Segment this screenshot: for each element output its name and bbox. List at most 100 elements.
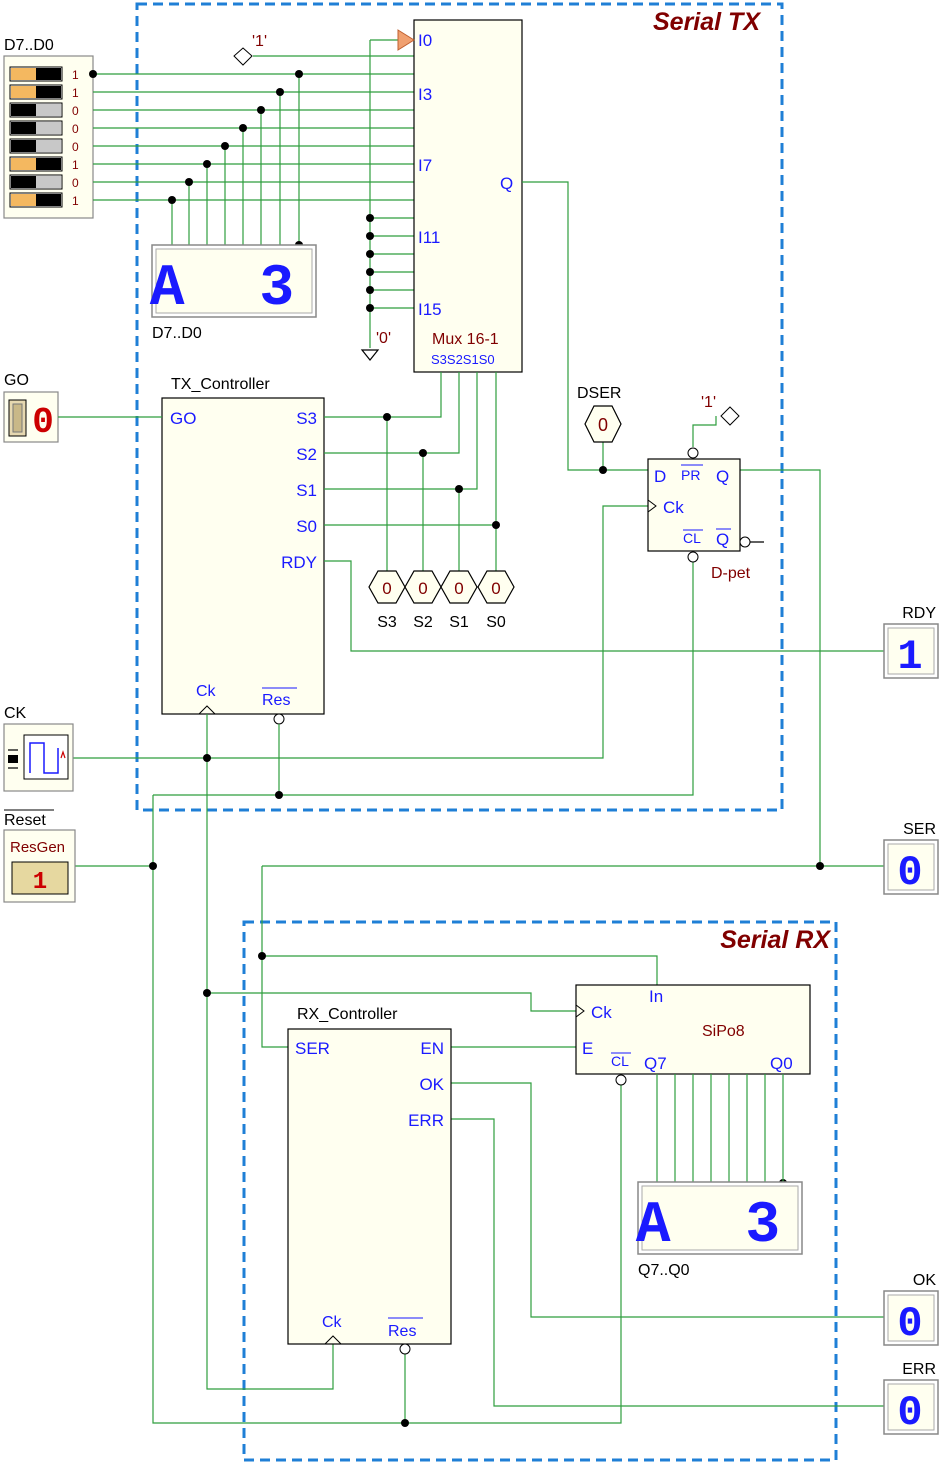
clock-generator[interactable] bbox=[3, 723, 74, 792]
dip-switch-bit-4[interactable]: 0 bbox=[9, 120, 79, 136]
go-label: GO bbox=[4, 372, 29, 389]
mux-pin-i0: I0 bbox=[418, 31, 432, 50]
dser-probe: 0 bbox=[584, 405, 622, 443]
dip-switch-bit-2[interactable]: 1 bbox=[9, 156, 79, 172]
rx-ctrl-ser-pin: SER bbox=[295, 1039, 330, 1058]
ok-output-display: 0 bbox=[883, 1290, 939, 1348]
go-value: 0 bbox=[32, 402, 54, 443]
dff-pr-const: '1' bbox=[701, 394, 716, 411]
mux-name: Mux 16-1 bbox=[432, 331, 499, 348]
mux-selects: S3S2S1S0 bbox=[431, 352, 495, 367]
tx-hex-display: A 3 bbox=[150, 244, 317, 322]
tx-ctrl-ck-pin: Ck bbox=[196, 683, 217, 700]
dip-switch-bit-6[interactable]: 1 bbox=[9, 84, 79, 100]
dip-switch[interactable]: 1 1 0 0 0 1 0 1 bbox=[3, 55, 94, 219]
probe-label: S0 bbox=[486, 614, 506, 631]
serial-rx-title: Serial RX bbox=[720, 926, 831, 954]
dip-bit-label: 0 bbox=[72, 122, 79, 136]
probe-value: 0 bbox=[454, 579, 463, 598]
probe-s2: 0S2 bbox=[404, 570, 442, 631]
tx-ctrl-go-pin: GO bbox=[170, 409, 196, 428]
const-one-label: '1' bbox=[252, 33, 267, 50]
dip-bit-label: 1 bbox=[72, 86, 79, 100]
tx-controller: GO S3 S2 S1 S0 RDY Ck Res bbox=[161, 397, 325, 725]
dip-switch-bit-0[interactable]: 1 bbox=[9, 192, 79, 208]
ser-output-label: SER bbox=[903, 821, 936, 838]
tx-ctrl-s3-pin: S3 bbox=[296, 409, 317, 428]
resgen-value: 1 bbox=[33, 869, 47, 896]
dff-qn-pin: Q bbox=[716, 530, 729, 549]
dff-name: D-pet bbox=[711, 565, 751, 582]
dser-label: DSER bbox=[577, 385, 621, 402]
tx-display-value: A 3 bbox=[150, 257, 314, 322]
rdy-output-value: 1 bbox=[897, 633, 922, 681]
dip-switch-label: D7..D0 bbox=[4, 37, 54, 54]
ok-output-value: 0 bbox=[897, 1300, 922, 1348]
dip-switch-bit-1[interactable]: 0 bbox=[9, 174, 79, 190]
dip-bit-label: 1 bbox=[72, 158, 79, 172]
dip-switch-bit-3[interactable]: 0 bbox=[9, 138, 79, 154]
rx-hex-display: A 3 bbox=[636, 1181, 803, 1259]
probe-s1: 0S1 bbox=[440, 570, 478, 631]
mux-out-q: Q bbox=[500, 174, 513, 193]
rx-display-label: Q7..Q0 bbox=[638, 1262, 690, 1279]
go-button[interactable]: 0 bbox=[3, 391, 59, 443]
reset-generator[interactable]: ResGen 1 bbox=[3, 829, 76, 903]
dff-ck-pin: Ck bbox=[663, 498, 684, 517]
dip-bit-label: 0 bbox=[72, 140, 79, 154]
tx-ctrl-s2-pin: S2 bbox=[296, 445, 317, 464]
rx-display-value: A 3 bbox=[636, 1194, 800, 1259]
probe-label: S2 bbox=[413, 614, 433, 631]
tx-ctrl-s0-pin: S0 bbox=[296, 517, 317, 536]
sipo-ck-pin: Ck bbox=[591, 1003, 612, 1022]
serial-tx-title: Serial TX bbox=[653, 8, 761, 36]
const-zero-label: '0' bbox=[376, 330, 391, 347]
sipo8: In Ck E SiPo8 CL Q7 Q0 bbox=[575, 984, 811, 1086]
resgen-label: ResGen bbox=[10, 839, 65, 856]
sipo-cl-pin: CL bbox=[611, 1053, 629, 1069]
sipo-e-pin: E bbox=[582, 1039, 593, 1058]
rdy-output-display: 1 bbox=[883, 623, 939, 681]
mux-pin-i11: I11 bbox=[418, 228, 440, 247]
const-one-diamond-icon bbox=[233, 47, 253, 66]
serial-tx-frame bbox=[135, 2, 784, 812]
probe-label: S3 bbox=[377, 614, 397, 631]
mux-pin-i7: I7 bbox=[418, 156, 432, 175]
reset-label: Reset bbox=[4, 812, 46, 829]
tx-display-label: D7..D0 bbox=[152, 325, 202, 342]
dip-bit-label: 0 bbox=[72, 176, 79, 190]
err-output-value: 0 bbox=[897, 1389, 922, 1437]
probe-s3: 0S3 bbox=[368, 570, 406, 631]
rdy-output-label: RDY bbox=[902, 605, 936, 622]
d-flipflop: D PR Q Ck CL Q bbox=[647, 447, 751, 563]
dff-pr-pin: PR bbox=[681, 467, 700, 483]
probe-label: S1 bbox=[449, 614, 469, 631]
dip-switch-bit-5[interactable]: 0 bbox=[9, 102, 79, 118]
ground-icon bbox=[360, 349, 380, 361]
tx-controller-name: TX_Controller bbox=[171, 376, 270, 393]
dser-value: 0 bbox=[598, 415, 608, 435]
tx-ctrl-s1-pin: S1 bbox=[296, 481, 317, 500]
tx-ctrl-rdy-pin: RDY bbox=[281, 553, 317, 572]
ser-output-display: 0 bbox=[883, 839, 939, 897]
ck-label: CK bbox=[4, 705, 27, 722]
probe-value: 0 bbox=[491, 579, 500, 598]
dff-q-pin: Q bbox=[716, 467, 729, 486]
dip-bit-label: 1 bbox=[72, 68, 79, 82]
rx-controller-name: RX_Controller bbox=[297, 1006, 398, 1023]
dip-bit-label: 1 bbox=[72, 194, 79, 208]
mux-pin-i15: I15 bbox=[418, 300, 442, 319]
rx-ctrl-ck-pin: Ck bbox=[322, 1314, 343, 1331]
rx-ctrl-res-pin: Res bbox=[388, 1323, 416, 1340]
sipo-name: SiPo8 bbox=[702, 1023, 745, 1040]
mux-i0-arrow-icon bbox=[397, 29, 415, 51]
tx-wires bbox=[58, 181, 884, 1424]
sipo-output-wires bbox=[656, 1074, 784, 1183]
probe-value: 0 bbox=[418, 579, 427, 598]
dip-switch-bit-7[interactable]: 1 bbox=[9, 66, 79, 82]
dff-d-pin: D bbox=[654, 467, 666, 486]
mux-16-1: I0 I3 I7 I11 I15 Q Mux 16-1 S3S2S1S0 bbox=[397, 19, 523, 373]
serial-rx-frame bbox=[242, 920, 838, 1462]
ser-output-value: 0 bbox=[897, 849, 922, 897]
rx-ctrl-en-pin: EN bbox=[420, 1039, 444, 1058]
